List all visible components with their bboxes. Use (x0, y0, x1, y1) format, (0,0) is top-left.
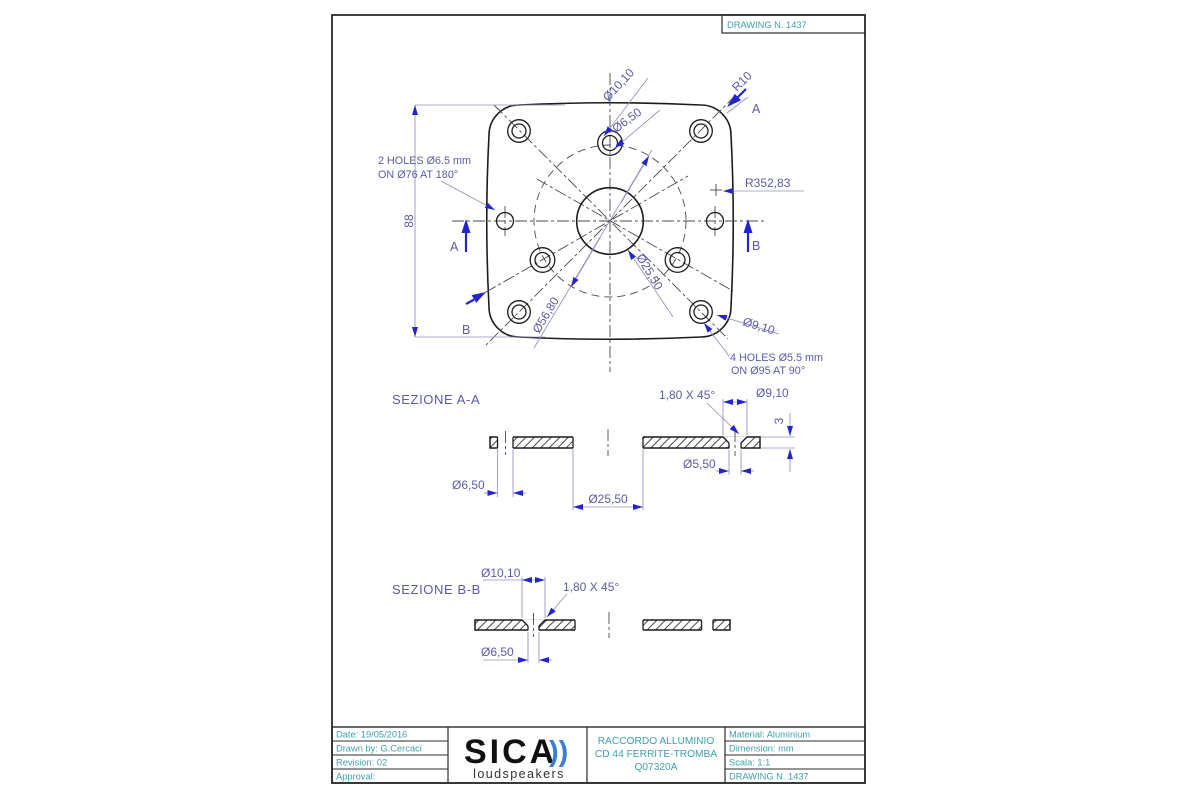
dim-a-9-10-label: Ø9,10 (756, 386, 789, 400)
section-arrow-b-bottom: B (462, 292, 486, 337)
dim-b-countersink-dia: Ø10,10 (481, 566, 546, 618)
title-block-scale: Scala: 1:1 (729, 758, 770, 768)
section-b: SEZIONE B-B Ø10,10 1,80 X 45° (392, 566, 731, 663)
countersunk-hole-lr (664, 247, 691, 273)
dim-height-label: 88 (402, 214, 416, 228)
corner-hole-br (689, 300, 713, 324)
title-block-dimension: Dimension: mm (729, 744, 794, 754)
dim-counterbore: Ø9,10 (716, 314, 780, 338)
dim-a-side-hole: Ø6,50 (452, 449, 526, 497)
note-4-holes-line2: ON Ø95 AT 90° (731, 365, 805, 377)
dim-a-counterbore: Ø9,10 (722, 386, 789, 435)
dim-a-hole: Ø5,50 (683, 450, 754, 475)
part-title-line2: CD 44 FERRITE-TROMBA (595, 749, 717, 760)
section-label-a-top: A (752, 102, 761, 116)
dim-corner-radius: R10 (726, 68, 755, 114)
dim-a-5-50-label: Ø5,50 (683, 457, 716, 471)
section-b-countersink (522, 619, 545, 632)
title-block-drawn-by: Drawn by: G.Cercaci (336, 744, 422, 754)
note-2-holes-line2: ON Ø76 AT 180° (378, 169, 458, 181)
section-arrow-a-left: A (450, 219, 471, 254)
title-block: Date: 19/05/2016 Drawn by: G.Cercaci Rev… (331, 726, 866, 784)
sica-logo-mark-icon: )) (549, 736, 568, 768)
plate-outline (485, 101, 735, 341)
dim-a-thickness: 3 (761, 413, 795, 472)
dim-b-chamfer: 1,80 X 45° (546, 580, 619, 618)
side-hole-right (705, 211, 725, 231)
sica-logo: SICA )) loudspeakers (464, 733, 568, 781)
centerlines (452, 73, 764, 372)
section-a: SEZIONE A-A Ø6,50 Ø25,50 (392, 386, 795, 510)
dim-b-hole: Ø6,50 (481, 632, 552, 663)
dim-b-chamfer-label: 1,80 X 45° (563, 580, 619, 594)
title-block-material: Material: Aluminium (729, 730, 810, 740)
dim-r10-label: R10 (729, 68, 755, 94)
dim-dia-6-50-label: Ø6,50 (610, 105, 645, 136)
dim-a-center-bore: Ø25,50 (572, 449, 644, 510)
dim-a-6-50-label: Ø6,50 (452, 478, 485, 492)
section-label-a-left: A (450, 240, 459, 254)
plate-holes (495, 119, 725, 324)
dim-dia-10-10-label: Ø10,10 (600, 65, 637, 104)
drawing-number-top: DRAWING N. 1437 (727, 20, 807, 30)
sica-logo-subtitle: loudspeakers (473, 767, 565, 781)
dim-dia-9-10-label: Ø9,10 (741, 314, 777, 337)
section-b-title: SEZIONE B-B (392, 582, 481, 597)
sica-logo-text: SICA (464, 733, 557, 771)
dim-plate-height: 88 (402, 104, 565, 338)
dim-a-chamfer-label: 1,80 X 45° (659, 388, 715, 402)
top-view: 88 2 HOLES Ø6.5 mm ON Ø76 AT 180° R10 A … (378, 65, 823, 377)
corner-hole-tl (507, 119, 531, 143)
dim-dia-56-80-label: Ø56,80 (530, 294, 562, 335)
section-arrow-b-right: B (743, 219, 760, 253)
dim-a-25-50-label: Ø25,50 (588, 492, 628, 506)
dim-a-thickness-label: 3 (772, 417, 786, 424)
part-title-line1: RACCORDO ALLUMINIO (598, 736, 715, 747)
corner-hole-bl (507, 300, 531, 324)
section-label-b-bottom: B (462, 323, 470, 337)
center-bore-hole (575, 186, 645, 256)
dim-b-6-50-label: Ø6,50 (481, 645, 514, 659)
dim-r352-label: R352,83 (745, 176, 791, 190)
dim-a-chamfer: 1,80 X 45° (659, 388, 740, 435)
note-4-holes-line1: 4 HOLES Ø5.5 mm (730, 352, 823, 364)
section-arrow-a-top: A (727, 88, 761, 116)
corner-hole-tr (689, 119, 713, 143)
drawing-number-box (721, 14, 866, 34)
title-block-date: Date: 19/05/2016 (336, 730, 407, 740)
part-number: Q07320A (634, 762, 677, 773)
note-2-holes: 2 HOLES Ø6.5 mm ON Ø76 AT 180° (378, 155, 496, 211)
note-4-holes: 4 HOLES Ø5.5 mm ON Ø95 AT 90° (703, 322, 823, 377)
dim-center-bore: Ø25,50 (627, 249, 674, 318)
title-block-drawing-no: DRAWING N. 1437 (729, 772, 809, 782)
section-a-title: SEZIONE A-A (392, 392, 480, 407)
title-block-revision: Revision: 02 (336, 758, 387, 768)
title-block-approval: Approval: (336, 772, 375, 782)
countersunk-hole-ll (529, 247, 556, 273)
dim-b-10-10-label: Ø10,10 (481, 566, 521, 580)
note-2-holes-line1: 2 HOLES Ø6.5 mm (378, 155, 471, 167)
dim-edge-radius: R352,83 (710, 176, 804, 196)
side-hole-left (495, 211, 515, 231)
section-label-b-right: B (752, 239, 760, 253)
